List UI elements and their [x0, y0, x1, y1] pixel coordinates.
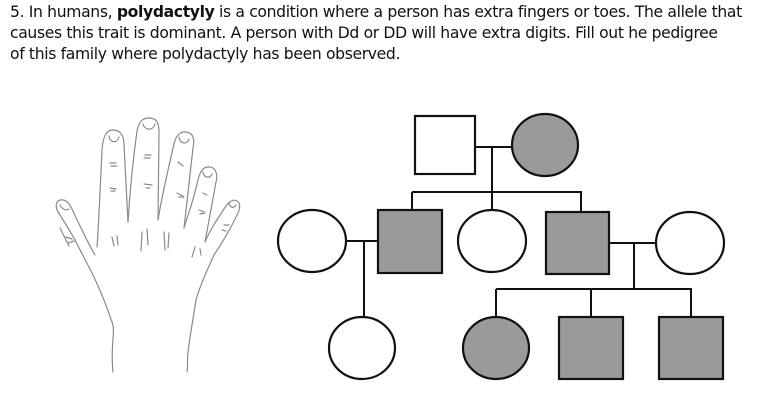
pedigree-male-affected-g2-right[interactable] [544, 210, 611, 276]
question-line-1: 5. In humans, polydactyly is a condition… [10, 3, 742, 21]
question-number: 5. [10, 3, 25, 21]
pedigree-male-affected-g2-left[interactable] [376, 208, 444, 275]
pedigree-male-affected-g3-1[interactable] [557, 315, 625, 381]
pedigree-female-unaffected-g2-left[interactable] [276, 208, 348, 274]
pedigree-lines [346, 146, 692, 317]
pedigree-male-unaffected-g1[interactable] [413, 114, 477, 176]
pedigree-female-unaffected-g2-right[interactable] [654, 210, 726, 276]
pedigree-male-affected-g3-2[interactable] [657, 315, 725, 381]
pedigree-female-affected-g1[interactable] [510, 112, 580, 178]
pedigree-female-affected-g3[interactable] [461, 315, 531, 381]
question-line-2: causes this trait is dominant. A person … [10, 24, 718, 42]
question-line-3: of this family where polydactyly has bee… [10, 45, 401, 63]
hand-icon [55, 117, 241, 373]
term-polydactyly: polydactyly [116, 3, 215, 21]
pedigree-female-unaffected-g2-middle[interactable] [456, 208, 528, 274]
question-text: 5. In humans, polydactyly is a condition… [10, 2, 760, 65]
pedigree-female-unaffected-g3[interactable] [327, 315, 397, 381]
